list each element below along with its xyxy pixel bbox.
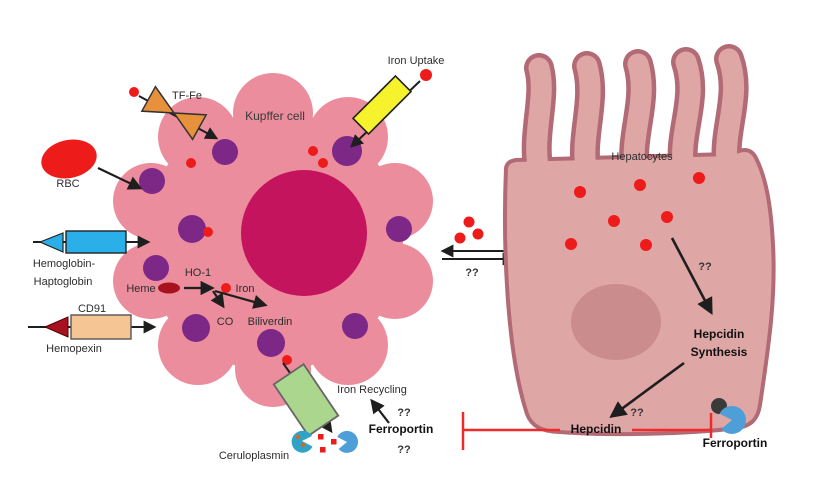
rbc-cell [41, 139, 97, 179]
hepatocyte-microvilli [526, 48, 745, 185]
hepcidin-synthesis-label-line1: Hepcidin [694, 327, 745, 341]
heme-molecule [158, 282, 180, 294]
ceruloplasmin-label: Ceruloplasmin [219, 450, 289, 462]
ceruloplasmin-enzyme [291, 430, 313, 453]
endosome [212, 139, 238, 165]
iron-dot [634, 179, 646, 191]
iron-dot [463, 216, 475, 228]
endosome [342, 313, 368, 339]
tf-fe-bowtie [140, 85, 208, 141]
iron-dot [608, 215, 620, 227]
hemoglobin-label-line2: Haptoglobin [34, 276, 93, 288]
iron-dot [565, 238, 577, 250]
endosome [182, 314, 210, 342]
kupffer-cell-body [113, 73, 433, 407]
iron-dot [129, 87, 139, 97]
rbc-uptake-arrow [97, 167, 143, 190]
recycling-question-label: ?? [397, 407, 411, 419]
copper-dot [295, 434, 301, 440]
kupffer-cell-label: Kupffer cell [245, 109, 305, 123]
iron-uptake-label: Iron Uptake [388, 55, 445, 67]
iron-sensing-arrow [670, 237, 713, 315]
hepcidin-inhibition-lines [461, 412, 713, 450]
ferroportin-question-label: ?? [397, 444, 411, 456]
hepatocytes-label: Hepatocytes [611, 151, 673, 163]
heme-label: Heme [126, 283, 155, 295]
ho1-label: HO-1 [185, 267, 211, 279]
kupffer-iron-dots [186, 146, 328, 365]
iron-particle [320, 447, 326, 453]
hepatocyte-ferroportin-label: Ferroportin [703, 436, 768, 450]
iron-label: Iron [236, 283, 255, 295]
hepcidin-synthesis-label-line2: Synthesis [691, 345, 748, 359]
biliverdin-product-arrow [214, 289, 268, 309]
iron-dot [640, 239, 652, 251]
rbc-label: RBC [56, 178, 79, 190]
iron-dot [282, 355, 292, 365]
copper-dot [300, 442, 306, 448]
iron-dot [693, 172, 705, 184]
tf-fe-receptor [140, 85, 208, 141]
kupffer-endosomes [139, 136, 412, 357]
iron-dot [661, 211, 673, 223]
ferroportin-exporter-channel [272, 362, 340, 438]
hemopexin-shape [43, 316, 69, 338]
iron-dot [203, 227, 213, 237]
exchange-question-label: ?? [465, 267, 479, 279]
iron-importer-channel [351, 74, 413, 136]
tf-fe-label: TF-Fe [172, 90, 202, 102]
haptoglobin-arrowhead-shape [38, 232, 64, 253]
co-label: CO [217, 316, 234, 328]
hepcidin-label: Hepcidin [571, 422, 622, 436]
iron-dot [472, 228, 484, 240]
iron-dot [308, 146, 318, 156]
kupffer-nucleus [241, 170, 367, 296]
cd91-label: CD91 [78, 303, 106, 315]
iron-particle [331, 439, 337, 445]
endosome [257, 329, 285, 357]
iron-particle [318, 434, 324, 440]
cd91-receptor [70, 314, 132, 340]
release-question-label: ?? [630, 407, 644, 419]
hepatocyte-iron-dots [565, 172, 705, 251]
iron-dot [574, 186, 586, 198]
co-product-arrow [210, 290, 225, 309]
endosome [143, 255, 169, 281]
iron-dot [318, 158, 328, 168]
iron-dot [186, 158, 196, 168]
hepcidin-release-arrow [609, 361, 685, 419]
hemoglobin-label-line1: Hemoglobin- [33, 258, 96, 270]
sensing-question-label: ?? [698, 261, 712, 273]
ferroportin-pointer-arrow [370, 398, 390, 424]
iron-dot [454, 232, 466, 244]
hepatocyte-nucleus [571, 284, 661, 360]
hepatocyte-ferroportin-protein [719, 405, 746, 434]
endosome [386, 216, 412, 242]
kupffer-ferroportin-label: Ferroportin [369, 422, 434, 436]
endosome [178, 215, 206, 243]
kupffer-ferroportin-protein [337, 430, 359, 453]
iron-dot [221, 283, 231, 293]
hemoglobin-complex [65, 230, 127, 254]
iron-recycling-label: Iron Recycling [337, 384, 407, 396]
hemopexin-label: Hemopexin [46, 343, 102, 355]
endosome [139, 168, 165, 194]
iron-dot [420, 69, 432, 81]
biliverdin-label: Biliverdin [248, 316, 293, 328]
